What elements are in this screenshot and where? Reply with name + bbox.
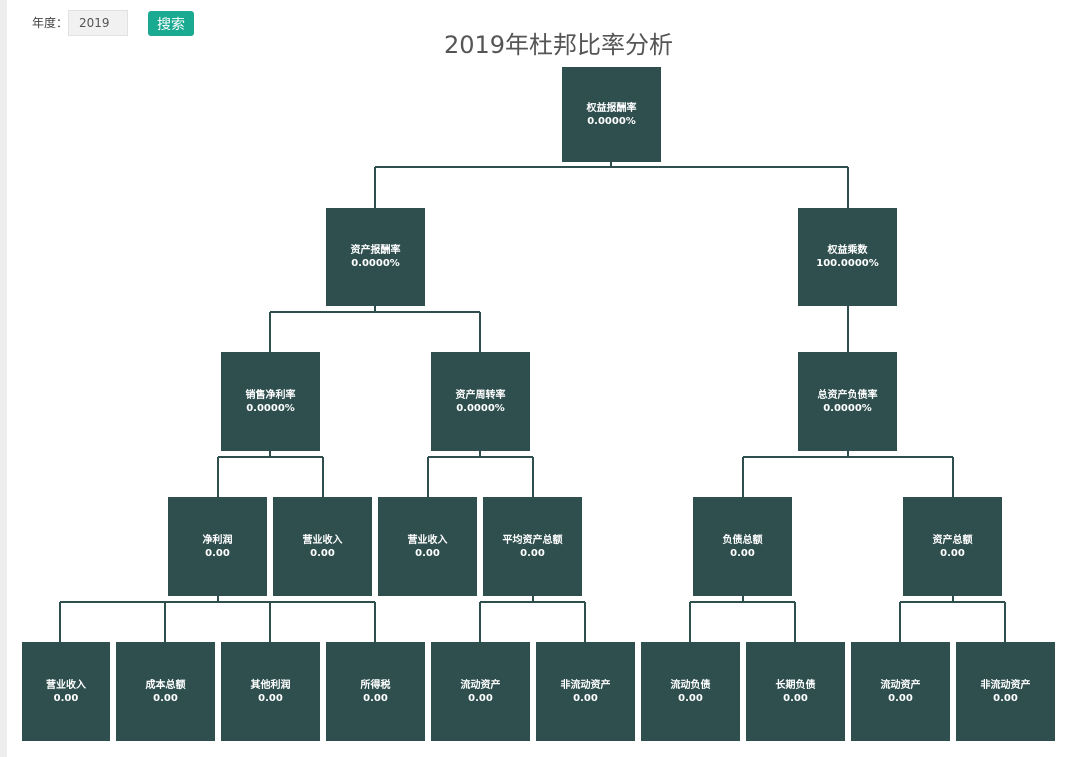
node-label: 销售净利率 <box>245 389 296 401</box>
node-value: 0.00 <box>888 692 913 704</box>
node-label: 非流动资产 <box>980 679 1031 691</box>
node-total-assets: 资产总额 0.00 <box>903 497 1002 596</box>
node-label: 长期负债 <box>775 679 816 691</box>
left-rail <box>0 0 7 757</box>
node-leaf-current-assets-a: 流动资产 0.00 <box>431 642 530 741</box>
node-label: 资产报酬率 <box>350 245 401 256</box>
node-value: 100.0000% <box>816 258 879 269</box>
node-value: 0.00 <box>520 547 545 559</box>
node-label: 营业收入 <box>407 534 448 546</box>
node-value: 0.00 <box>205 547 230 559</box>
node-leaf-noncurrent-assets-a: 非流动资产 0.00 <box>536 642 635 741</box>
node-value: 0.00 <box>53 692 79 704</box>
node-label: 平均资产总额 <box>502 534 563 546</box>
node-leaf-noncurrent-assets-b: 非流动资产 0.00 <box>956 642 1055 741</box>
node-leaf-current-liabilities: 流动负债 0.00 <box>641 642 740 741</box>
node-label: 权益乘数 <box>827 245 868 256</box>
node-value: 0.00 <box>258 692 283 704</box>
node-value: 0.00 <box>940 547 965 559</box>
node-value: 0.00 <box>468 692 493 704</box>
node-label: 负债总额 <box>722 534 763 546</box>
node-label: 其他利润 <box>250 679 291 691</box>
node-net-margin: 销售净利率 0.0000% <box>221 352 320 451</box>
year-input[interactable] <box>68 10 128 36</box>
node-total-liabilities: 负债总额 0.00 <box>693 497 792 596</box>
node-value: 0.00 <box>363 692 388 704</box>
node-value: 0.0000% <box>823 402 872 414</box>
node-revenue-a: 营业收入 0.00 <box>273 497 372 596</box>
node-label: 流动负债 <box>670 679 711 691</box>
node-leaf-current-assets-b: 流动资产 0.00 <box>851 642 950 741</box>
node-equity-multiplier: 权益乘数 100.0000% <box>798 208 897 306</box>
node-net-profit: 净利润 0.00 <box>168 497 267 596</box>
node-revenue-b: 营业收入 0.00 <box>378 497 477 596</box>
node-value: 0.00 <box>993 692 1018 704</box>
node-roa: 资产报酬率 0.0000% <box>326 208 425 306</box>
node-label: 流动资产 <box>880 679 921 691</box>
node-debt-ratio: 总资产负债率 0.0000% <box>798 352 897 451</box>
node-label: 权益报酬率 <box>586 102 637 114</box>
year-filter-label: 年度： <box>32 16 69 30</box>
node-label: 所得税 <box>360 679 391 691</box>
node-value: 0.0000% <box>246 402 295 414</box>
page-title: 2019年杜邦比率分析 <box>443 31 674 59</box>
node-label: 流动资产 <box>460 679 501 691</box>
node-value: 0.00 <box>415 547 440 559</box>
node-value: 0.00 <box>153 692 178 704</box>
node-label: 资产周转率 <box>455 389 506 401</box>
node-value: 0.00 <box>310 547 335 559</box>
node-value: 0.00 <box>783 692 808 704</box>
node-leaf-longterm-liabilities: 长期负债 0.00 <box>746 642 845 741</box>
node-value: 0.0000% <box>587 115 636 127</box>
node-label: 总资产负债率 <box>817 389 878 401</box>
node-label: 资产总额 <box>932 534 973 546</box>
node-leaf-revenue: 营业收入 0.00 <box>22 642 110 741</box>
node-value: 0.00 <box>573 692 598 704</box>
search-button[interactable]: 搜索 <box>148 11 194 36</box>
node-value: 0.0000% <box>456 402 505 414</box>
node-leaf-income-tax: 所得税 0.00 <box>326 642 425 741</box>
node-asset-turnover: 资产周转率 0.0000% <box>431 352 530 451</box>
node-value: 0.0000% <box>351 258 400 269</box>
node-value: 0.00 <box>730 547 755 559</box>
node-label: 营业收入 <box>302 534 343 546</box>
node-leaf-total-cost: 成本总额 0.00 <box>116 642 215 741</box>
node-label: 非流动资产 <box>560 679 611 691</box>
node-label: 营业收入 <box>46 679 86 691</box>
node-label: 成本总额 <box>145 679 186 691</box>
node-label: 净利润 <box>202 534 233 546</box>
node-avg-total-assets: 平均资产总额 0.00 <box>483 497 582 596</box>
node-value: 0.00 <box>678 692 703 704</box>
node-roe: 权益报酬率 0.0000% <box>562 67 661 162</box>
node-leaf-other-profit: 其他利润 0.00 <box>221 642 320 741</box>
